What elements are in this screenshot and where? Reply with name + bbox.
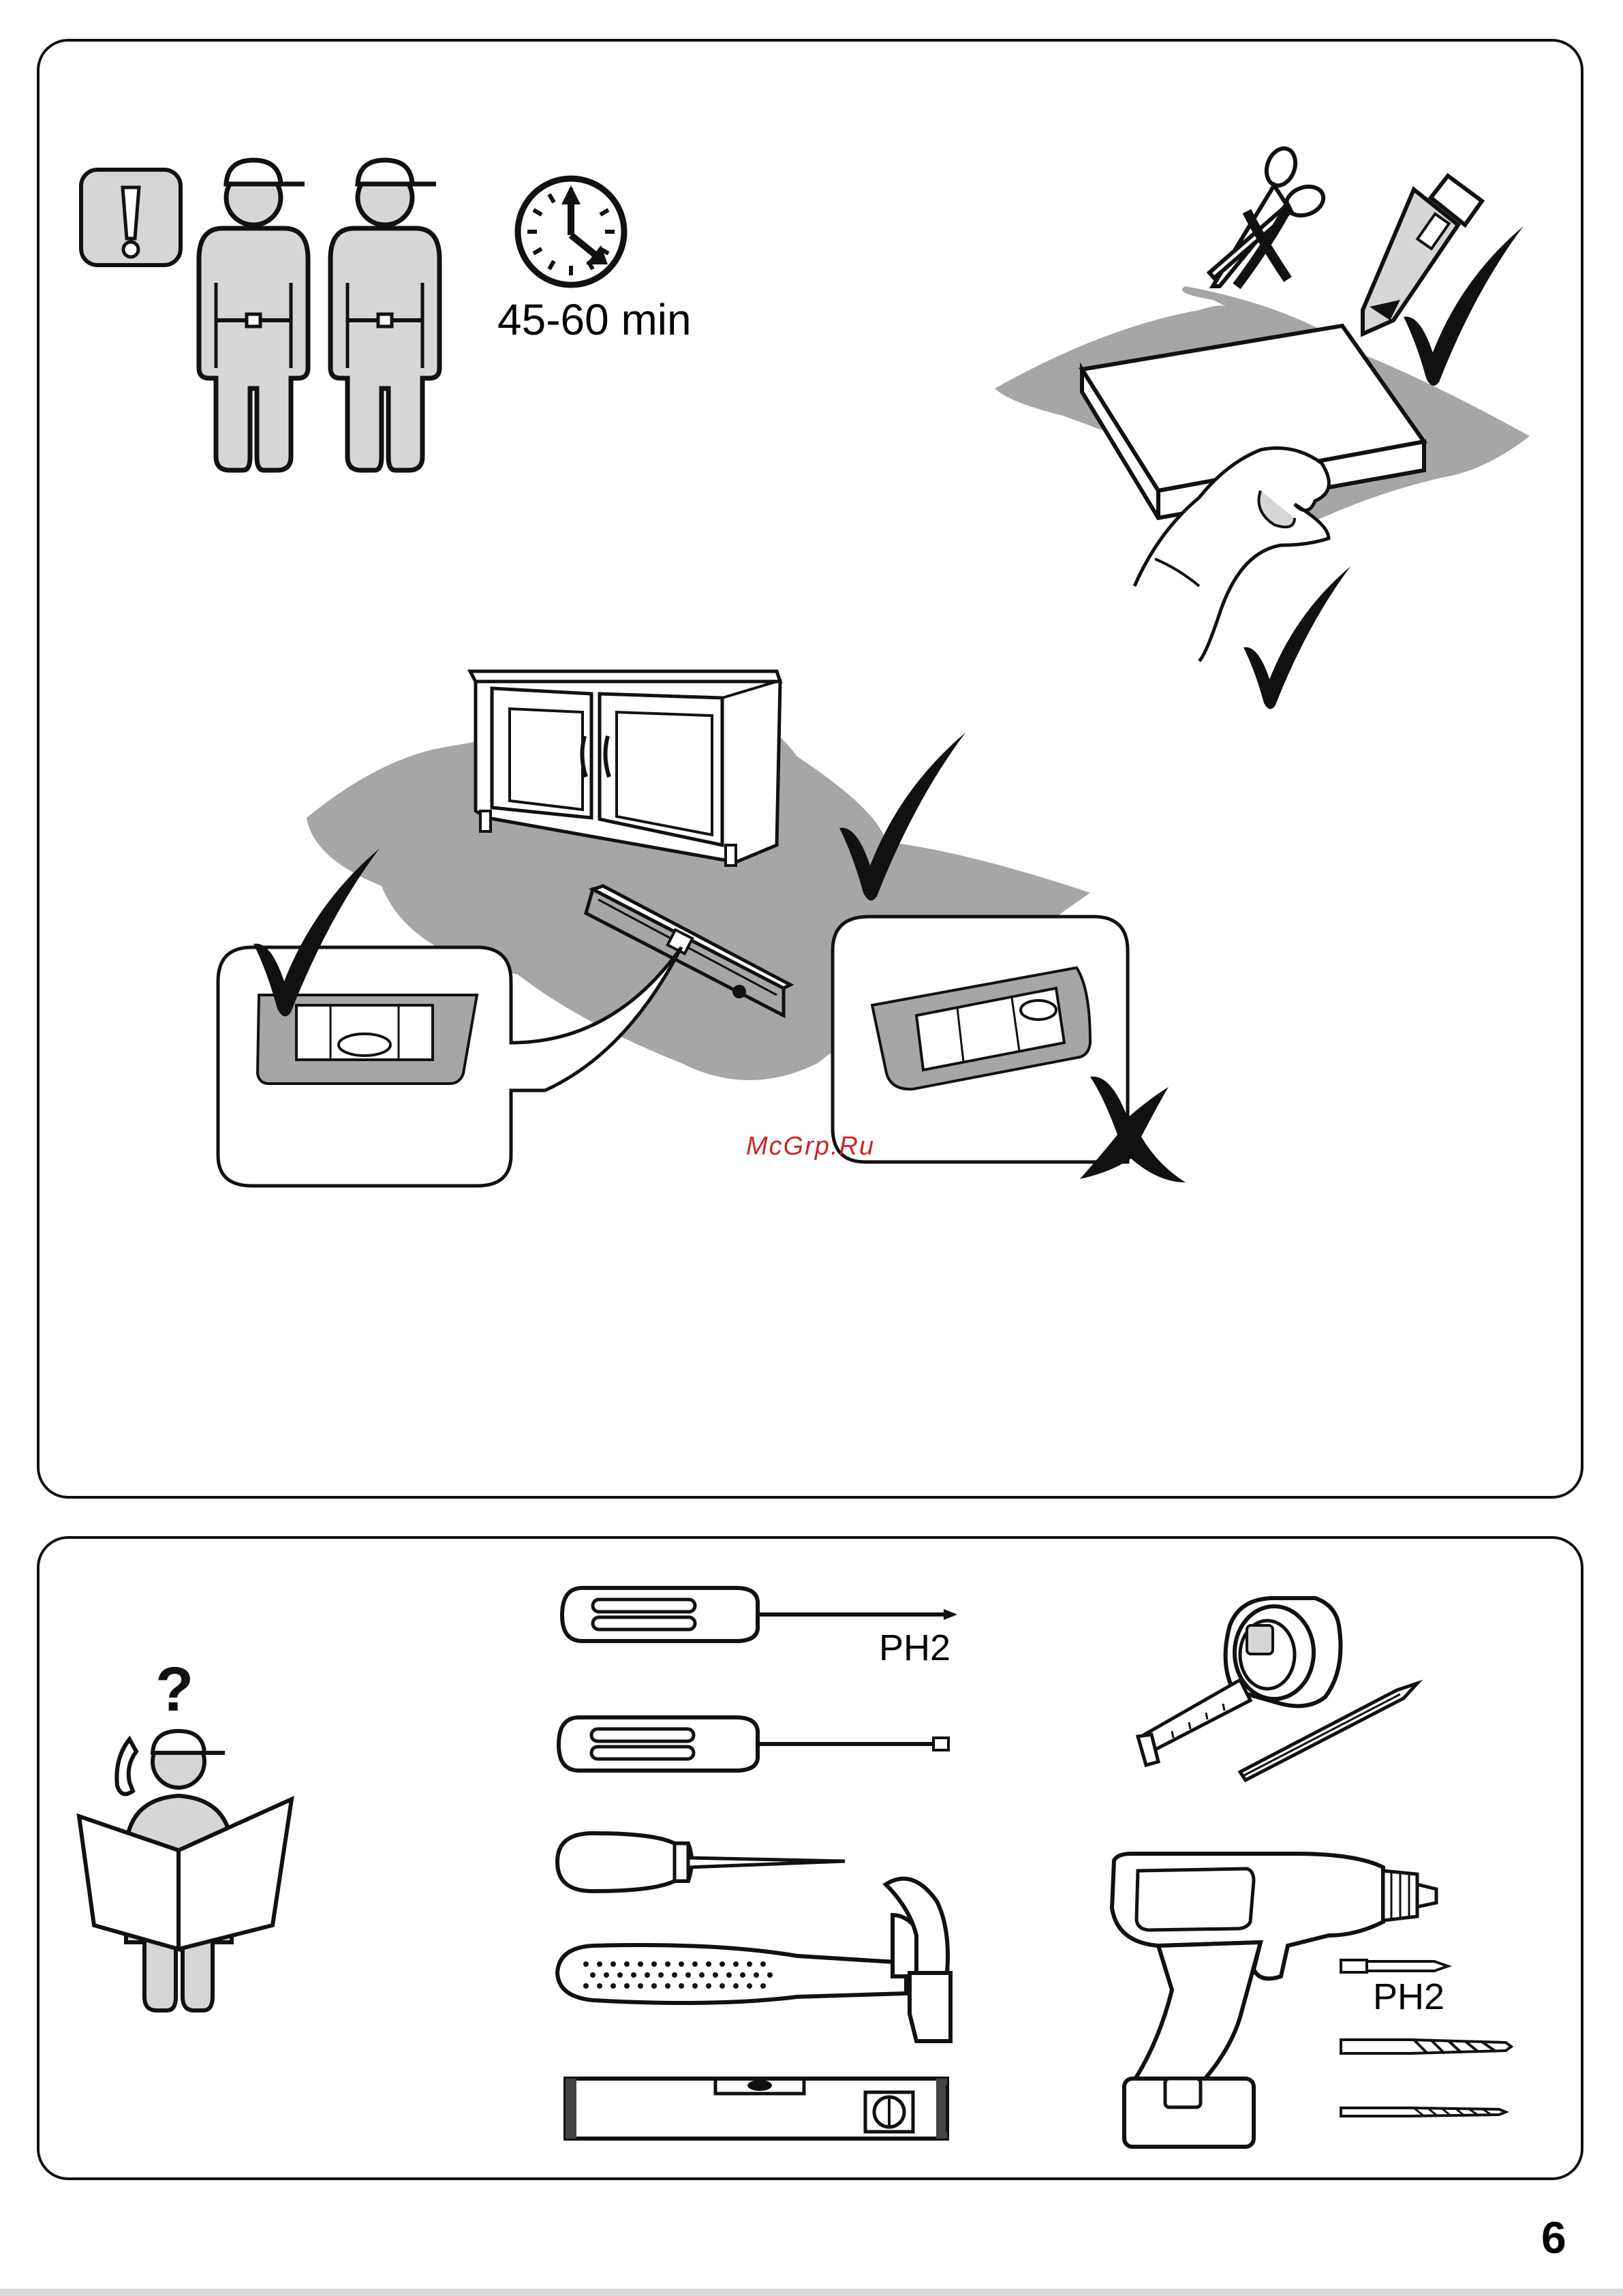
flat-screwdriver-icon: [559, 1717, 948, 1771]
check-icon: [1243, 566, 1350, 709]
drill-bit-ph2-icon: [1341, 1960, 1448, 1972]
bottom-rule: [0, 2289, 1623, 2296]
two-persons-icon: [199, 160, 439, 470]
drill-bit-large-icon: [1341, 2040, 1511, 2053]
awl-icon: [557, 1833, 845, 1891]
hammer-icon: [557, 1879, 950, 2041]
level-wrong-callout: [833, 917, 1128, 1162]
time-estimate: 45-60 min: [497, 298, 692, 341]
ph2-screwdriver-label: PH2: [879, 1629, 950, 1666]
read-instructions-icon: ?: [79, 1655, 292, 2010]
spirit-level-tool-icon: [566, 2079, 947, 2139]
svg-text:?: ?: [155, 1655, 194, 1724]
attention-icon: [81, 170, 181, 265]
watermark: McGrp.Ru: [746, 1133, 875, 1159]
clock-icon: [518, 179, 624, 285]
scissors-icon: [1209, 144, 1327, 286]
ph2-bit-label: PH2: [1373, 1978, 1444, 2015]
drill-bit-small-icon: [1341, 2108, 1506, 2116]
page-number: 6: [1541, 2215, 1566, 2260]
